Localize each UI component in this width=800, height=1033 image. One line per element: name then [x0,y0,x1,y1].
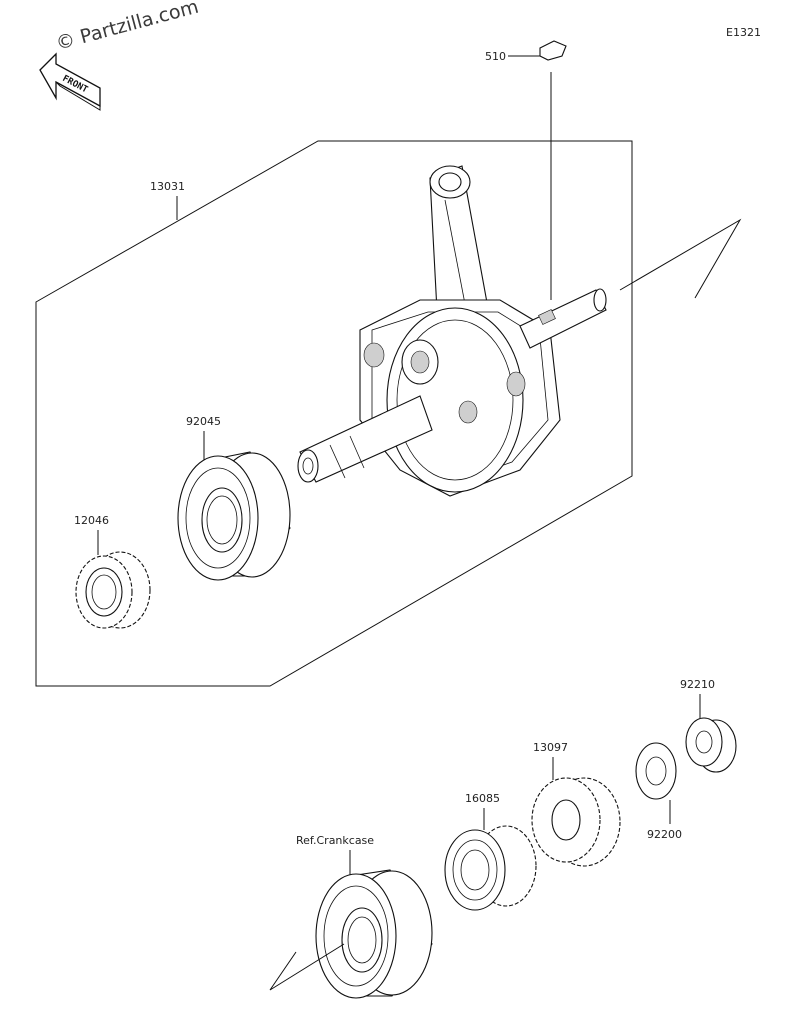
gear-small-part [75,551,151,629]
callout-key: 510 [485,50,506,63]
callout-gear-small: 12046 [74,514,109,527]
assembly-outline [35,140,633,687]
front-arrow-icon: FRONT [39,52,101,111]
key-part: 510 [485,40,567,300]
callout-washer: 92200 [647,828,682,841]
callout-ref-crankcase: Ref.Crankcase [296,834,374,847]
callout-gear-13097: 13097 [533,741,568,754]
crankcase-bearing-part [269,869,433,999]
gear-13097-part [531,777,621,867]
nut-part [685,717,737,773]
gear-16085-part [444,825,537,911]
callout-crankshaft-assy: 13031 [150,180,185,193]
diagram-code: E1321 [726,26,761,39]
callout-gear-16085: 16085 [465,792,500,805]
watermark: © Partzilla.com [54,0,201,55]
callout-nut: 92210 [680,678,715,691]
washer-part [635,742,677,800]
bearing-part [177,451,291,581]
crankshaft-part [297,165,742,497]
callout-bearing: 92045 [186,415,221,428]
